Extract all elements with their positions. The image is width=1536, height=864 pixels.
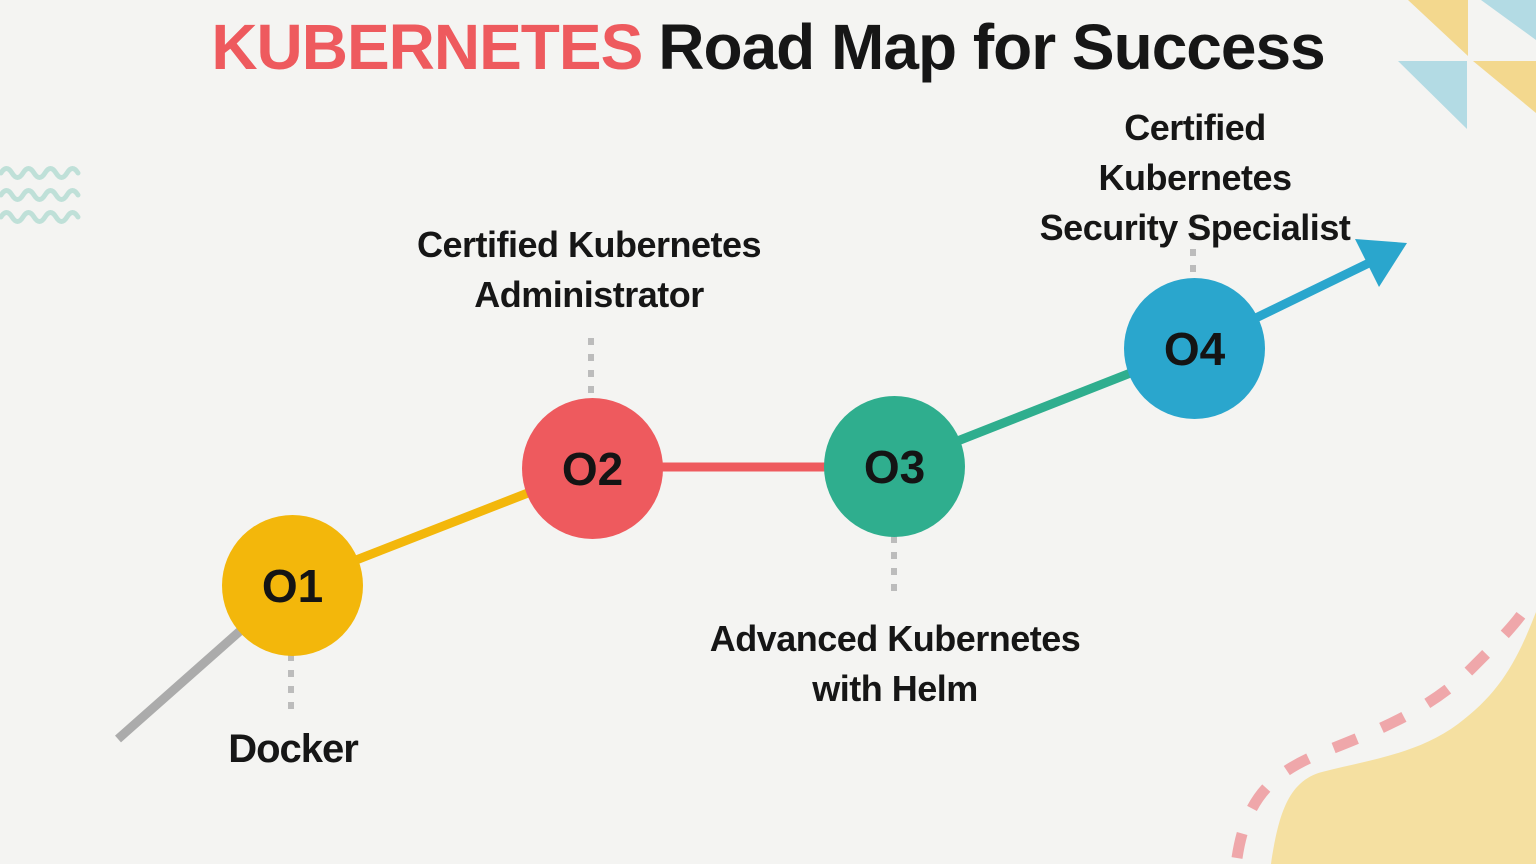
milestone-node-o1: O1 — [222, 515, 363, 656]
milestone-label-cka: Certified Kubernetes Administrator — [416, 224, 762, 315]
milestone-number: O1 — [261, 559, 324, 612]
milestone-node-o3: O3 — [824, 396, 965, 537]
dotted-connectors — [288, 217, 1196, 714]
milestone-label-ckss: Certified Kubernetes Security Specialist — [1039, 107, 1351, 248]
title-highlight: KUBERNETES — [211, 11, 643, 83]
milestone-number: O2 — [561, 442, 624, 495]
pinwheel-triangles-icon — [1398, 0, 1536, 129]
blob-icon — [1271, 612, 1536, 864]
milestone-label-helm: Advanced Kubernetes with Helm — [709, 618, 1081, 709]
milestone-number: O4 — [1163, 322, 1226, 375]
milestone-number: O3 — [863, 440, 926, 493]
waves-icon — [0, 166, 81, 224]
title-rest: Road Map for Success — [658, 11, 1325, 83]
milestone-label-docker: Docker — [228, 727, 359, 771]
milestone-node-o4: O4 — [1124, 278, 1265, 419]
milestone-node-o2: O2 — [522, 398, 663, 539]
dashed-curve-icon — [1231, 607, 1529, 859]
arrow-head-icon — [1355, 239, 1407, 287]
